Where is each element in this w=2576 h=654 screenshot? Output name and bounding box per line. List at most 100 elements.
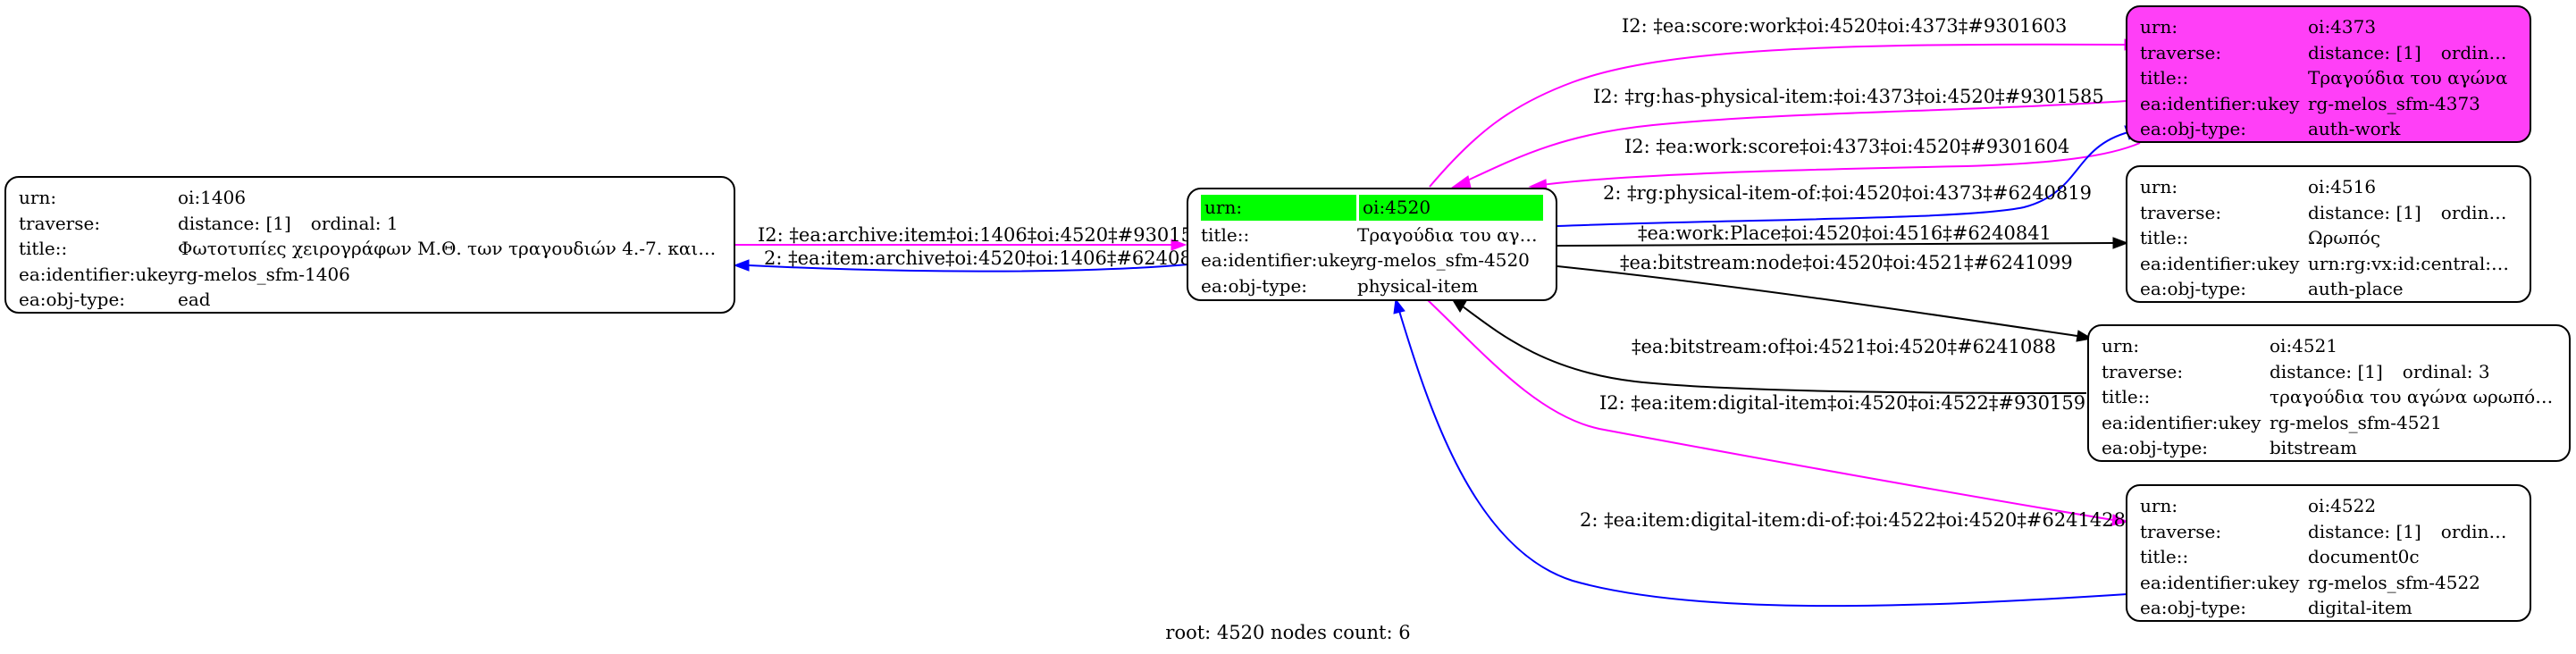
distance-value: distance: [1] <box>2308 41 2421 63</box>
edge-arrowhead <box>1452 299 1467 313</box>
urn-label: urn: <box>2140 16 2178 38</box>
urn-label: urn: <box>19 187 57 208</box>
graph-footer-caption: root: 4520 nodes count: 6 <box>1165 622 1411 643</box>
distance-value: distance: [1] <box>2308 520 2421 542</box>
title-value: τραγούδια του αγώνα ωρωπός.PNG <box>2270 386 2556 407</box>
ukey-label: ea:identifier:ukey <box>1201 249 1361 271</box>
urn-value: oi:4522 <box>2308 495 2377 516</box>
edge-path <box>1557 265 2078 337</box>
traverse-label: traverse: <box>2102 360 2184 382</box>
traverse-label: traverse: <box>19 212 101 234</box>
node-oi-4521[interactable]: urn: oi:4521 traverse: distance: [1] ordina… <box>2087 324 2571 462</box>
edge-arrowhead <box>2111 514 2129 526</box>
node-oi-4520-root[interactable]: urn: oi:4520 title::Τραγούδια του αγώνα … <box>1187 188 1557 301</box>
ordinal-value: ordinal: 1 <box>310 212 399 234</box>
edge-path <box>1463 100 2127 183</box>
edge-label: 2: ‡ea:item:archive‡oi:4520‡oi:1406‡#624… <box>764 247 1215 269</box>
root-header-row: urn: oi:4520 <box>1201 195 1543 221</box>
edge-label: I2: ‡rg:has-physical-item:‡oi:4373‡oi:45… <box>1593 86 2104 107</box>
distance-value: distance: [1] <box>178 212 291 234</box>
edge-label: I2: ‡ea:score:work‡oi:4520‡oi:4373‡#9301… <box>1622 15 2067 37</box>
edge-path <box>1540 142 2141 186</box>
title-value: Ωρωπός <box>2308 227 2381 248</box>
edge-label: I2: ‡ea:archive:item‡oi:1406‡oi:4520‡#93… <box>758 224 1217 246</box>
edge-arrowhead <box>733 259 750 272</box>
objtype-value: digital-item <box>2308 597 2412 618</box>
edge-arrowhead <box>1450 175 1472 189</box>
edge-path <box>1557 131 2129 227</box>
edge-path <box>1398 310 2128 608</box>
urn-label: urn: <box>1201 195 1356 221</box>
traverse-label: traverse: <box>2140 520 2222 542</box>
urn-label: urn: <box>2140 495 2178 516</box>
node-oi-1406[interactable]: urn: oi:1406 traverse: distance: [1] ordina… <box>4 176 735 314</box>
ukey-value: rg-melos_sfm-1406 <box>178 263 350 285</box>
edge-label: 2: ‡ea:item:digital-item:di-of:‡oi:4522‡… <box>1580 509 2126 531</box>
ukey-label: ea:identifier:ukey <box>2102 411 2261 433</box>
ukey-value: rg-melos_sfm-4373 <box>2308 92 2480 114</box>
edge-path <box>748 264 1189 272</box>
edge-label: ‡ea:bitstream:of‡oi:4521‡oi:4520‡#624108… <box>1632 336 2056 357</box>
objtype-label: ea:obj-type: <box>19 289 126 310</box>
urn-value: oi:4521 <box>2270 335 2338 356</box>
urn-value: oi:4520 <box>1359 195 1543 221</box>
ukey-value: urn:rg:vx:id:central:3138 <box>2308 252 2517 274</box>
title-label: title:: <box>2140 227 2189 248</box>
title-value: Τραγούδια του αγώνα <box>2308 67 2508 88</box>
urn-label: urn: <box>2102 335 2140 356</box>
title-label: title:: <box>2140 67 2189 88</box>
ordinal-value: ordinal: 2 <box>2440 41 2517 63</box>
edge-path <box>1427 299 2114 521</box>
objtype-value: auth-place <box>2308 278 2404 299</box>
edge-arrowhead <box>1171 239 1187 251</box>
objtype-label: ea:obj-type: <box>1201 274 1308 297</box>
traverse-label: traverse: <box>2140 201 2222 223</box>
edge-label: I2: ‡ea:work:score‡oi:4373‡oi:4520‡#9301… <box>1624 136 2069 157</box>
distance-value: distance: [1] <box>2308 201 2421 223</box>
ukey-label: ea:identifier:ukey <box>19 263 179 285</box>
edge-path <box>1557 242 2114 247</box>
ukey-label: ea:identifier:ukey <box>2140 571 2300 593</box>
ukey-label: ea:identifier:ukey <box>2140 92 2300 114</box>
urn-value: oi:1406 <box>178 187 247 208</box>
node-oi-4522[interactable]: urn: oi:4522 traverse: distance: [1] ordina… <box>2126 484 2531 622</box>
urn-value: oi:4373 <box>2308 16 2377 38</box>
ordinal-value: ordinal: 4 <box>2440 520 2517 542</box>
objtype-label: ea:obj-type: <box>2102 437 2209 458</box>
urn-value: oi:4516 <box>2308 176 2377 197</box>
traverse-label: traverse: <box>2140 41 2222 63</box>
urn-label: urn: <box>2140 176 2178 197</box>
node-oi-4373[interactable]: urn: oi:4373 traverse: distance: [1] ordina… <box>2126 5 2531 143</box>
edge-path <box>1462 306 2087 394</box>
objtype-label: ea:obj-type: <box>2140 278 2247 299</box>
edge-arrowhead <box>1393 298 1405 314</box>
distance-value: distance: [1] <box>2270 360 2383 382</box>
ordinal-value: ordinal: 5 <box>2440 201 2517 223</box>
objtype-value: ead <box>178 289 211 310</box>
ukey-value: rg-melos_sfm-4522 <box>2308 571 2480 593</box>
ukey-value: rg-melos_sfm-4521 <box>2270 411 2442 433</box>
node-oi-4516[interactable]: urn: oi:4516 traverse: distance: [1] ordina… <box>2126 165 2531 303</box>
title-label: title:: <box>2102 386 2151 407</box>
ordinal-value: ordinal: 3 <box>2402 360 2490 382</box>
title-label: title:: <box>2140 546 2189 567</box>
objtype-value: bitstream <box>2270 437 2357 458</box>
objtype-label: ea:obj-type: <box>2140 597 2247 618</box>
edge-label: ‡ea:work:Place‡oi:4520‡oi:4516‡#6240841 <box>1638 222 2052 244</box>
title-label: title:: <box>1201 223 1250 246</box>
title-value: Φωτοτυπίες χειρογράφων Μ.Θ. των τραγουδι… <box>178 238 721 259</box>
title-label: title:: <box>19 238 68 259</box>
title-value: document0c <box>2308 546 2420 567</box>
objtype-label: ea:obj-type: <box>2140 118 2247 139</box>
edge-label: I2: ‡ea:item:digital-item‡oi:4520‡oi:452… <box>1599 392 2097 414</box>
ukey-label: ea:identifier:ukey <box>2140 252 2300 274</box>
edge-arrowhead <box>2112 237 2129 249</box>
objtype-value: auth-work <box>2308 118 2401 139</box>
title-value: Τραγούδια του αγώνα <box>1357 223 1543 246</box>
ukey-value: rg-melos_sfm-4520 <box>1357 249 1530 271</box>
edge-label: ‡ea:bitstream:node‡oi:4520‡oi:4521‡#6241… <box>1620 252 2073 273</box>
objtype-value: physical-item <box>1357 274 1479 297</box>
edge-label: 2: ‡rg:physical-item-of:‡oi:4520‡oi:4373… <box>1603 182 2092 204</box>
edge-path <box>1429 43 2127 188</box>
